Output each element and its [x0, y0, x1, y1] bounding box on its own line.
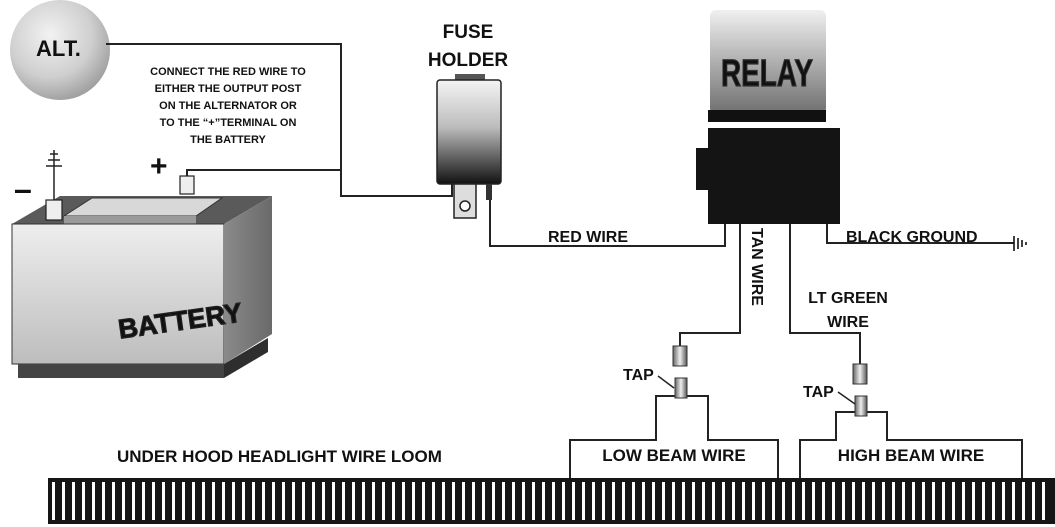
fuse-label-line-1: FUSE	[443, 22, 494, 43]
alternator-icon	[10, 0, 110, 100]
tap-connector-right: TAP	[803, 363, 868, 417]
note-line-5: THE BATTERY	[190, 134, 266, 146]
wire-loom-icon	[48, 478, 1055, 524]
red-wire-label: RED WIRE	[548, 229, 628, 246]
battery-icon: BATTERY	[11, 150, 341, 378]
tan-wire-label: TAN WIRE	[748, 228, 765, 306]
alt-to-fuse-wire	[106, 43, 453, 197]
red-wire-line	[489, 200, 726, 247]
fuse-holder: FUSE HOLDER	[428, 22, 509, 219]
black-ground-label: BLACK GROUND	[846, 229, 978, 246]
tap-connector-left: TAP	[623, 345, 688, 399]
alternator: ALT.	[10, 0, 110, 100]
low-beam-label: LOW BEAM WIRE	[602, 446, 746, 465]
lt-green-label-line-1: LT GREEN	[808, 290, 888, 307]
fuse-label-line-2: HOLDER	[428, 50, 509, 71]
relay-label: RELAY	[721, 53, 813, 95]
lt-green-wire-line	[789, 224, 861, 364]
loom-label: UNDER HOOD HEADLIGHT WIRE LOOM	[117, 447, 442, 466]
high-beam-label: HIGH BEAM WIRE	[838, 446, 984, 465]
note-line-3: ON THE ALTERNATOR OR	[159, 100, 297, 112]
note-line-4: TO THE “+”TERMINAL ON	[160, 117, 297, 129]
black-ground-line	[826, 224, 1014, 244]
tap-connector-icon	[852, 363, 868, 417]
connection-note: CONNECT THE RED WIRE TO EITHER THE OUTPU…	[150, 66, 306, 146]
tap-right-label: TAP	[803, 384, 834, 401]
negative-terminal-label: –	[14, 171, 32, 207]
alt-label: ALT.	[36, 36, 81, 61]
lt-green-label-line-2: WIRE	[827, 314, 869, 331]
tap-left-label: TAP	[623, 367, 654, 384]
note-line-2: EITHER THE OUTPUT POST	[155, 83, 302, 95]
positive-terminal-label: +	[150, 150, 168, 183]
fuse-holder-icon	[436, 74, 502, 219]
note-line-1: CONNECT THE RED WIRE TO	[150, 66, 306, 78]
relay-icon: RELAY	[696, 10, 840, 224]
tap-connector-icon	[672, 345, 688, 399]
wires	[106, 43, 1023, 480]
ground-icon	[1013, 236, 1027, 251]
tan-wire-line	[679, 224, 741, 346]
low-beam-loop	[569, 395, 779, 480]
